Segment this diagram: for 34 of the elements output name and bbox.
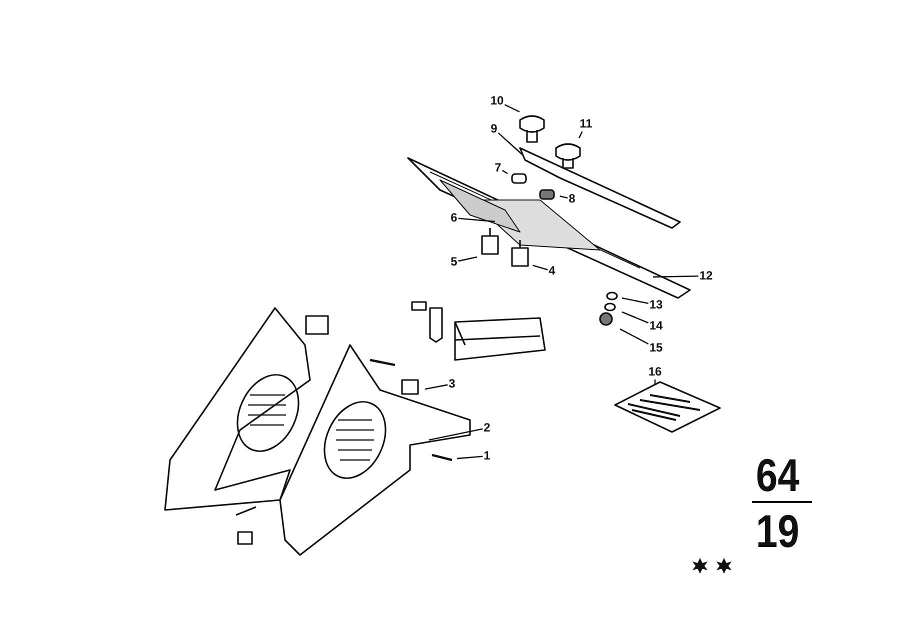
page-number: 64 (756, 452, 800, 498)
callout-number: 6 (450, 212, 458, 224)
callout-number: 1 (484, 450, 490, 462)
leader-line (532, 264, 548, 270)
leader-line (428, 428, 483, 441)
leader-line (504, 104, 520, 112)
leader-line (652, 275, 698, 278)
callout-number: 8 (568, 192, 576, 206)
callout-number: 5 (450, 256, 458, 268)
leader-line (622, 311, 649, 324)
leader-line (458, 256, 478, 262)
leader-line (560, 196, 568, 199)
callout-number: 3 (448, 378, 456, 390)
leader-line (578, 131, 583, 138)
callout-number: 13 (649, 298, 663, 312)
callout-number: 10 (490, 94, 504, 108)
page-number: 19 (756, 508, 800, 554)
callout-number: 12 (699, 270, 713, 282)
callout-number: 9 (490, 122, 498, 136)
callout-number: 7 (494, 162, 502, 174)
leader-line (620, 328, 649, 345)
callout-number: 11 (580, 118, 592, 130)
callout-number: 14 (649, 320, 663, 332)
leader-line (502, 170, 508, 174)
callout-number: 4 (548, 264, 556, 278)
callout-number: 16 (648, 366, 662, 378)
callout-number: 15 (649, 342, 663, 354)
leader-line (458, 218, 496, 222)
leader-line (456, 456, 483, 460)
leader-line (654, 380, 656, 385)
callout-number: 2 (484, 422, 490, 434)
leader-line (424, 384, 448, 390)
leader-line (498, 132, 523, 156)
leader-line (622, 297, 648, 304)
